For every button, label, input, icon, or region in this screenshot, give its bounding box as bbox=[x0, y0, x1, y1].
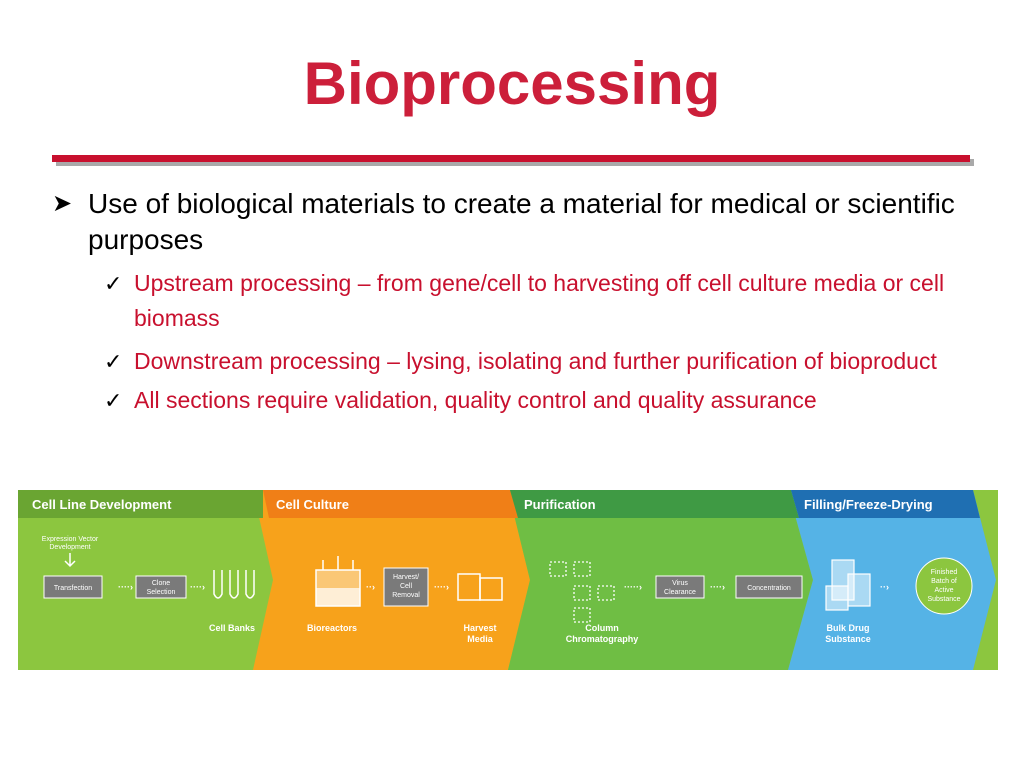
cell-line-header bbox=[18, 490, 263, 518]
virus-clearance-line1: Virus bbox=[672, 580, 688, 587]
tubes-icon bbox=[213, 570, 255, 599]
bioreactors-label: Bioreactors bbox=[307, 623, 357, 633]
harvest-media-icon bbox=[457, 573, 503, 601]
bullet-list: ➤ Use of biological materials to create … bbox=[52, 186, 997, 418]
slide-title: Bioprocessing bbox=[303, 50, 721, 117]
cell-banks-label: Cell Banks bbox=[209, 623, 255, 633]
subitem-validation: ✓ All sections require validation, quali… bbox=[52, 383, 997, 418]
column-chromatography-icon bbox=[549, 561, 615, 623]
section-filling: Filling/Freeze-Drying bbox=[804, 497, 933, 512]
subitem-text: Downstream processing – lysing, isolatin… bbox=[134, 348, 937, 374]
finished-batch-line2: Batch of bbox=[931, 578, 957, 585]
finished-batch-circle bbox=[915, 557, 973, 615]
bullet-main: ➤ Use of biological materials to create … bbox=[52, 186, 997, 258]
arrow-icon: ····› bbox=[190, 582, 205, 592]
expression-vector-line1: Expression Vector bbox=[42, 536, 99, 543]
purification-header bbox=[510, 490, 799, 518]
section-cell-line: Cell Line Development bbox=[32, 497, 172, 512]
harvest-removal-box bbox=[383, 567, 429, 607]
concentration-box bbox=[735, 575, 803, 599]
subitem-text: Upstream processing – from gene/cell to … bbox=[134, 270, 945, 331]
subitem-text: All sections require validation, quality… bbox=[134, 387, 817, 413]
finished-batch-line1: Finished bbox=[931, 569, 958, 576]
clone-line1: Clone bbox=[152, 580, 170, 587]
transfection-label: Transfection bbox=[54, 585, 92, 592]
section-purification: Purification bbox=[524, 497, 596, 512]
harvest-media-line1: Harvest bbox=[463, 623, 496, 633]
filling-header bbox=[791, 490, 980, 518]
arrow-icon: ·····› bbox=[624, 582, 642, 592]
arrow-icon: ····› bbox=[118, 582, 133, 592]
bulk-drug-line1: Bulk Drug bbox=[826, 623, 869, 633]
transfection-box bbox=[43, 575, 103, 599]
column-chromatography-line1: Column bbox=[585, 623, 619, 633]
virus-clearance-line2: Clearance bbox=[664, 589, 696, 596]
subitem-upstream: ✓ Upstream processing – from gene/cell t… bbox=[52, 266, 997, 336]
arrow-icon: ····› bbox=[434, 582, 449, 592]
harvest-media-line2: Media bbox=[467, 634, 494, 644]
subitem-downstream: ✓ Downstream processing – lysing, isolat… bbox=[52, 344, 997, 379]
bioprocess-flow-diagram: Cell Line Development Cell Culture Purif… bbox=[18, 490, 998, 670]
expression-vector-line2: Development bbox=[49, 544, 90, 551]
arrow-icon: ··› bbox=[366, 582, 375, 592]
harvest-removal-line2: Cell bbox=[400, 583, 413, 590]
finished-batch-line4: Substance bbox=[927, 596, 960, 603]
harvest-removal-line1: Harvest/ bbox=[393, 574, 419, 581]
bulk-drug-icon bbox=[825, 559, 871, 611]
checkmark-icon: ✓ bbox=[104, 349, 123, 374]
clone-line2: Selection bbox=[147, 589, 176, 596]
bullet-main-text: Use of biological materials to create a … bbox=[88, 188, 955, 255]
virus-clearance-box bbox=[655, 575, 705, 599]
arrow-icon: ··› bbox=[880, 582, 889, 592]
filling-bg bbox=[788, 490, 996, 670]
arrow-icon: ····› bbox=[710, 582, 725, 592]
down-arrow-icon bbox=[64, 553, 76, 568]
finished-batch-line3: Active bbox=[934, 587, 953, 594]
arrow-bullet-icon: ➤ bbox=[52, 190, 73, 217]
concentration-label: Concentration bbox=[747, 585, 791, 592]
checkmark-icon: ✓ bbox=[104, 271, 123, 296]
column-chromatography-line2: Chromatography bbox=[566, 634, 639, 644]
cell-culture-header bbox=[263, 490, 518, 518]
harvest-removal-line3: Removal bbox=[392, 592, 420, 599]
bulk-drug-line2: Substance bbox=[825, 634, 871, 644]
clone-selection-box bbox=[135, 575, 187, 599]
section-cell-culture: Cell Culture bbox=[276, 497, 349, 512]
bioreactor-icon bbox=[315, 556, 361, 607]
checkmark-icon: ✓ bbox=[104, 388, 123, 413]
title-underline bbox=[52, 155, 970, 162]
